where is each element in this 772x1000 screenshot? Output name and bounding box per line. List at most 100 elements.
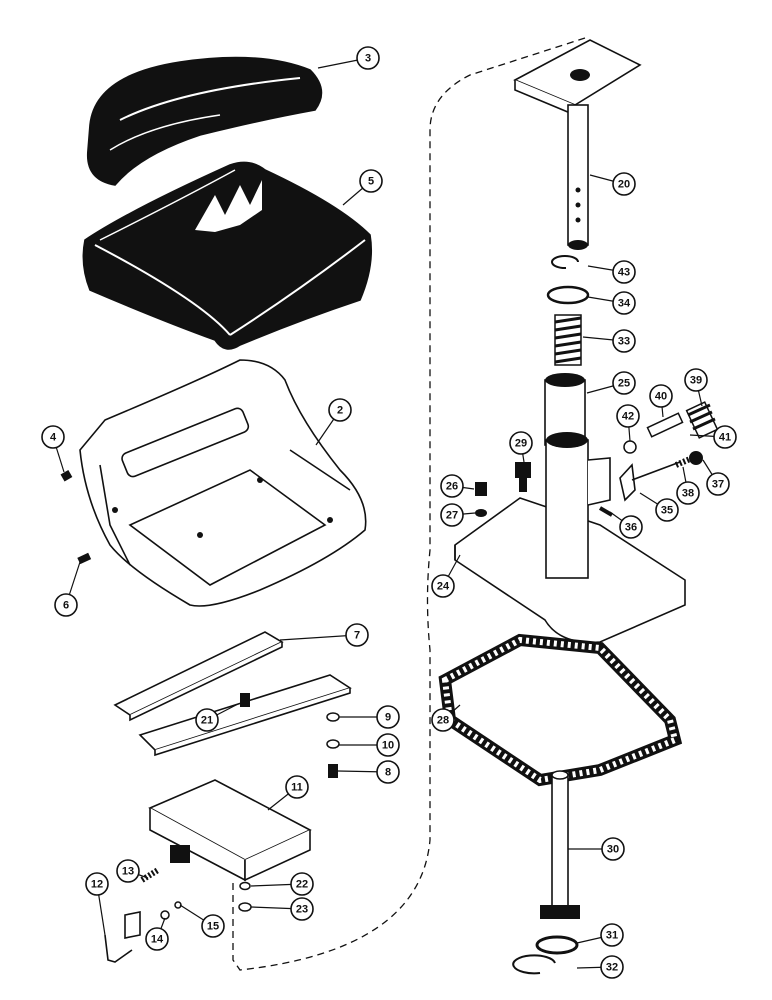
callout-label-10: 10 [382, 740, 394, 752]
callout-43: 43 [612, 260, 636, 284]
o-ring-34 [546, 285, 590, 305]
pin-36 [598, 506, 614, 517]
callout-label-27: 27 [446, 510, 458, 522]
washer-42 [623, 440, 637, 454]
callout-39: 39 [684, 368, 708, 392]
callout-circle-27 [440, 503, 464, 527]
callout-42: 42 [616, 404, 640, 428]
seat-rails [113, 631, 352, 757]
screw-6 [77, 552, 92, 565]
callout-circle-37 [706, 472, 730, 496]
callout-20: 20 [612, 172, 636, 196]
callout-circle-42 [616, 404, 640, 428]
lever-35 [619, 461, 681, 502]
callout-circle-9 [376, 705, 400, 729]
callout-label-20: 20 [618, 179, 630, 191]
callout-circle-40 [649, 384, 673, 408]
callout-circle-10 [376, 733, 400, 757]
callout-circle-24 [431, 574, 455, 598]
callout-circle-20 [612, 172, 636, 196]
callout-label-15: 15 [207, 921, 219, 933]
callout-label-14: 14 [151, 934, 164, 946]
callout-label-29: 29 [515, 438, 527, 450]
hardware-9-10-8 [326, 712, 340, 778]
release-handle [104, 867, 182, 963]
callout-32: 32 [600, 955, 624, 979]
seat-cushion [82, 161, 373, 350]
callout-circle-31 [600, 923, 624, 947]
assembly-dashed-boundary [232, 37, 586, 971]
snap-ring-43 [551, 255, 579, 270]
callout-3: 3 [356, 46, 380, 70]
callout-36: 36 [619, 515, 643, 539]
callout-circle-30 [601, 837, 625, 861]
callout-circle-21 [195, 708, 219, 732]
callout-label-28: 28 [437, 715, 449, 727]
base-plate [454, 432, 686, 644]
callout-circle-38 [676, 481, 700, 505]
callout-8: 8 [376, 760, 400, 784]
callout-circle-14 [145, 927, 169, 951]
callout-label-38: 38 [682, 488, 694, 500]
callout-label-2: 2 [337, 405, 343, 417]
callout-label-30: 30 [607, 844, 619, 856]
callout-35: 35 [655, 498, 679, 522]
callout-label-21: 21 [201, 715, 213, 727]
callout-10: 10 [376, 733, 400, 757]
callout-circle-36 [619, 515, 643, 539]
callout-33: 33 [612, 329, 636, 353]
hardware-22-23 [238, 881, 252, 912]
mounting-bracket [148, 779, 312, 882]
callout-circle-32 [600, 955, 624, 979]
callout-21: 21 [195, 708, 219, 732]
callout-2: 2 [328, 398, 352, 422]
spring-38 [674, 456, 692, 468]
callout-circle-28 [431, 708, 455, 732]
callout-label-43: 43 [618, 267, 630, 279]
callout-circle-13 [116, 859, 140, 883]
callout-circle-15 [201, 914, 225, 938]
callout-circle-23 [290, 897, 314, 921]
washer-27 [475, 509, 487, 517]
snap-ring-32 [512, 954, 556, 975]
callout-40: 40 [649, 384, 673, 408]
callout-circle-2 [328, 398, 352, 422]
callout-label-9: 9 [385, 712, 391, 724]
callout-9: 9 [376, 705, 400, 729]
callout-6: 6 [54, 593, 78, 617]
callout-circle-3 [356, 46, 380, 70]
callout-label-42: 42 [622, 411, 634, 423]
back-cushion [86, 56, 323, 186]
callout-30: 30 [601, 837, 625, 861]
callout-label-40: 40 [655, 391, 667, 403]
callout-label-37: 37 [712, 479, 724, 491]
shaft-30 [540, 770, 580, 919]
callout-circle-5 [359, 169, 383, 193]
callout-29: 29 [509, 431, 533, 455]
fitting-29 [515, 462, 531, 492]
callout-label-12: 12 [91, 879, 103, 891]
callout-27: 27 [440, 503, 464, 527]
callout-37: 37 [706, 472, 730, 496]
spring-33 [554, 314, 582, 366]
seat-pan [79, 359, 367, 607]
callout-circle-39 [684, 368, 708, 392]
callout-14: 14 [145, 927, 169, 951]
callout-circle-26 [440, 474, 464, 498]
callout-circle-12 [85, 872, 109, 896]
callout-circle-7 [345, 623, 369, 647]
callout-label-5: 5 [368, 176, 374, 188]
callout-23: 23 [290, 897, 314, 921]
callout-34: 34 [612, 291, 636, 315]
callout-label-4: 4 [50, 432, 57, 444]
callout-28: 28 [431, 708, 455, 732]
callout-label-39: 39 [690, 375, 702, 387]
callout-5: 5 [359, 169, 383, 193]
callout-circle-6 [54, 593, 78, 617]
callout-circle-41 [713, 425, 737, 449]
callout-label-26: 26 [446, 481, 458, 493]
callout-circle-22 [290, 872, 314, 896]
callout-25: 25 [612, 371, 636, 395]
